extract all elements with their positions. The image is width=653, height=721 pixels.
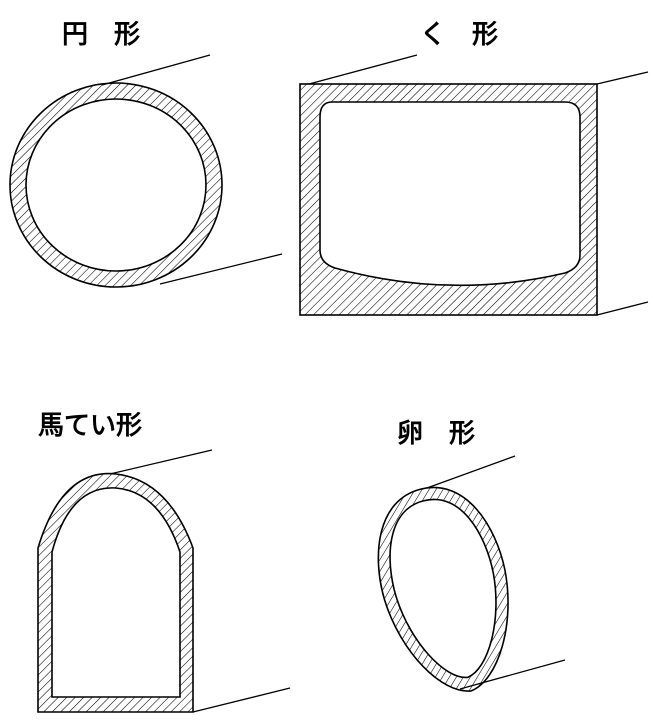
- egg-top-edge-line: [426, 455, 516, 489]
- circular-inner-wall: [25, 98, 207, 272]
- horseshoe-wall-hatch: [38, 473, 193, 712]
- egg-inner-wall: [389, 498, 497, 679]
- box-wall-hatch: [300, 84, 597, 315]
- egg-wall-hatch: [378, 487, 508, 691]
- horseshoe-shape-label: 馬てい形: [38, 411, 143, 441]
- circular-wall-hatch: [10, 83, 222, 287]
- box-inner-wall: [319, 101, 581, 287]
- circle-shape-label: 円 形: [62, 20, 141, 50]
- egg-shape-label: 卵 形: [397, 419, 476, 449]
- rectangle-shape-label: く 形: [420, 20, 499, 50]
- box-top-left-edge-line: [308, 54, 418, 85]
- box-outer-wall: [299, 83, 598, 316]
- horseshoe-top-edge-line: [109, 449, 213, 475]
- egg-outer-wall: [377, 486, 509, 692]
- box-top-right-edge-line: [596, 71, 649, 85]
- egg-pipe-section: [377, 455, 566, 692]
- horseshoe-pipe-section: [37, 449, 291, 713]
- horseshoe-bottom-edge-line: [192, 687, 291, 713]
- horseshoe-inner-wall: [51, 487, 181, 698]
- circular-pipe-section: [9, 54, 283, 288]
- circular-outer-wall: [9, 82, 223, 288]
- pipe-bottom-edge-line: [159, 253, 283, 285]
- rectangular-pipe-section: [299, 54, 649, 316]
- box-bottom-right-edge-line: [596, 301, 649, 316]
- pipe-top-edge-line: [101, 54, 211, 86]
- horseshoe-outer-wall: [37, 472, 194, 713]
